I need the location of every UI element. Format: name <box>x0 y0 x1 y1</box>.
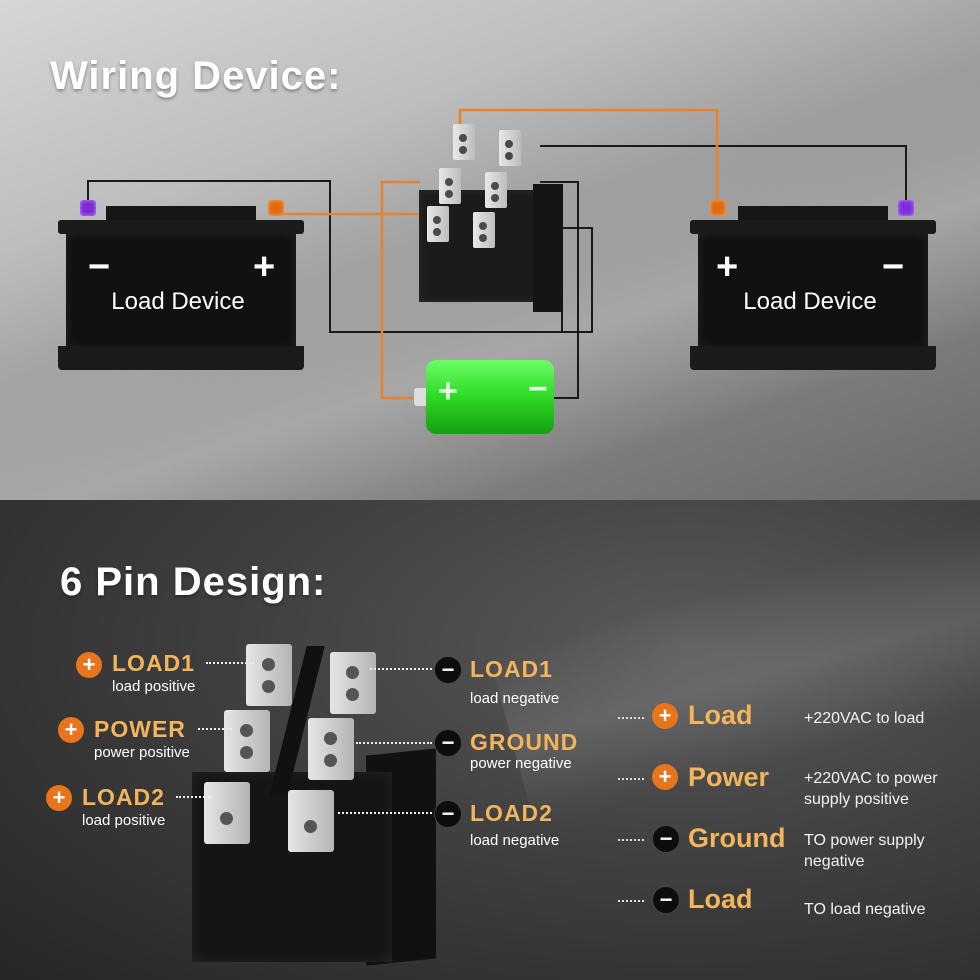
plus-badge-icon: + <box>46 785 72 811</box>
device-lid <box>738 206 888 224</box>
wire-left-negative <box>87 180 593 333</box>
power-cell: + − <box>414 360 554 434</box>
device-cap <box>690 220 936 234</box>
legend-name: Load <box>688 884 753 914</box>
leader-line <box>176 796 212 798</box>
leader-line <box>206 662 254 664</box>
plus-badge-icon: + <box>58 717 84 743</box>
legend-name: Power <box>688 762 770 792</box>
device-label: Load Device <box>743 288 877 315</box>
legend-dash <box>618 717 644 719</box>
leader-line <box>370 668 432 670</box>
negative-sign: − <box>882 246 905 288</box>
negative-sign: − <box>88 246 111 288</box>
wiring-title: Wiring Device: <box>50 54 342 98</box>
pin-name: LOAD1 <box>112 650 195 676</box>
switch-pin <box>427 206 449 242</box>
legend-name: Load <box>688 700 753 730</box>
leader-line <box>198 728 232 730</box>
pin-description: power positive <box>94 744 190 761</box>
minus-badge-icon: − <box>652 886 680 914</box>
wire-right-negative <box>540 145 907 212</box>
pin-name: LOAD2 <box>82 784 165 810</box>
pin-description: load negative <box>470 690 560 707</box>
positive-terminal <box>710 200 726 216</box>
legend-dash <box>618 900 644 902</box>
plus-badge-icon: + <box>652 764 678 790</box>
device-body <box>66 232 296 350</box>
load-device-left: − + Load Device <box>58 200 304 376</box>
positive-sign: + <box>253 246 276 288</box>
legend-dash <box>618 778 644 780</box>
wire-cell-negative <box>540 181 579 399</box>
device-cap <box>58 220 304 234</box>
pin-design-panel <box>0 500 980 980</box>
load-device-right: + − Load Device <box>690 200 936 376</box>
pin-description: load negative <box>470 832 560 849</box>
device-label: Load Device <box>111 288 245 315</box>
minus-badge-icon: − <box>434 800 462 828</box>
switch-pin <box>485 172 507 208</box>
negative-terminal <box>898 200 914 216</box>
negative-terminal <box>80 200 96 216</box>
wire-right-positive <box>458 108 719 212</box>
plus-badge-icon: + <box>76 652 102 678</box>
switch-pin-load2-negative <box>288 790 334 852</box>
cell-plus-sign: + <box>438 372 458 410</box>
rocker-switch-small <box>413 120 563 320</box>
legend-dash <box>618 839 644 841</box>
device-base <box>58 346 304 370</box>
plus-badge-icon: + <box>652 703 678 729</box>
positive-terminal <box>268 200 284 216</box>
switch-pin <box>453 124 475 160</box>
cell-minus-sign: − <box>528 370 548 408</box>
pin-name: LOAD2 <box>470 800 553 826</box>
pin-description: power negative <box>470 755 572 772</box>
legend-description: TO power supply <box>804 832 925 849</box>
pin-name: GROUND <box>470 729 579 755</box>
pin-name: POWER <box>94 716 186 742</box>
minus-badge-icon: − <box>434 729 462 757</box>
positive-sign: + <box>716 246 739 288</box>
legend-name: Ground <box>688 823 786 853</box>
switch-pin-power-positive <box>224 710 270 772</box>
switch-pin <box>473 212 495 248</box>
pin-name: LOAD1 <box>470 656 553 682</box>
pin-description: load positive <box>112 678 196 695</box>
switch-pin <box>499 130 521 166</box>
switch-pin-load2-positive <box>204 782 250 844</box>
switch-flange <box>533 184 563 312</box>
device-body <box>698 232 928 350</box>
rocker-switch-large <box>186 640 446 970</box>
legend-description: negative <box>804 853 865 870</box>
switch-pin-load1-positive <box>246 644 292 706</box>
cell-can <box>426 360 554 434</box>
leader-line <box>338 812 432 814</box>
legend-description: +220VAC to load <box>804 710 925 727</box>
switch-pin <box>439 168 461 204</box>
legend-description: TO load negative <box>804 901 926 918</box>
device-lid <box>106 206 256 224</box>
pin-description: load positive <box>82 812 166 829</box>
legend-description: +220VAC to power <box>804 770 938 787</box>
switch-pin-ground <box>308 718 354 780</box>
legend-description: supply positive <box>804 791 909 808</box>
pin-design-title: 6 Pin Design: <box>60 560 327 604</box>
device-base <box>690 346 936 370</box>
wire-cell-positive <box>380 180 420 400</box>
switch-pin-load1-negative <box>330 652 376 714</box>
minus-badge-icon: − <box>652 825 680 853</box>
minus-badge-icon: − <box>434 656 462 684</box>
cell-nub <box>414 388 428 406</box>
leader-line <box>356 742 432 744</box>
